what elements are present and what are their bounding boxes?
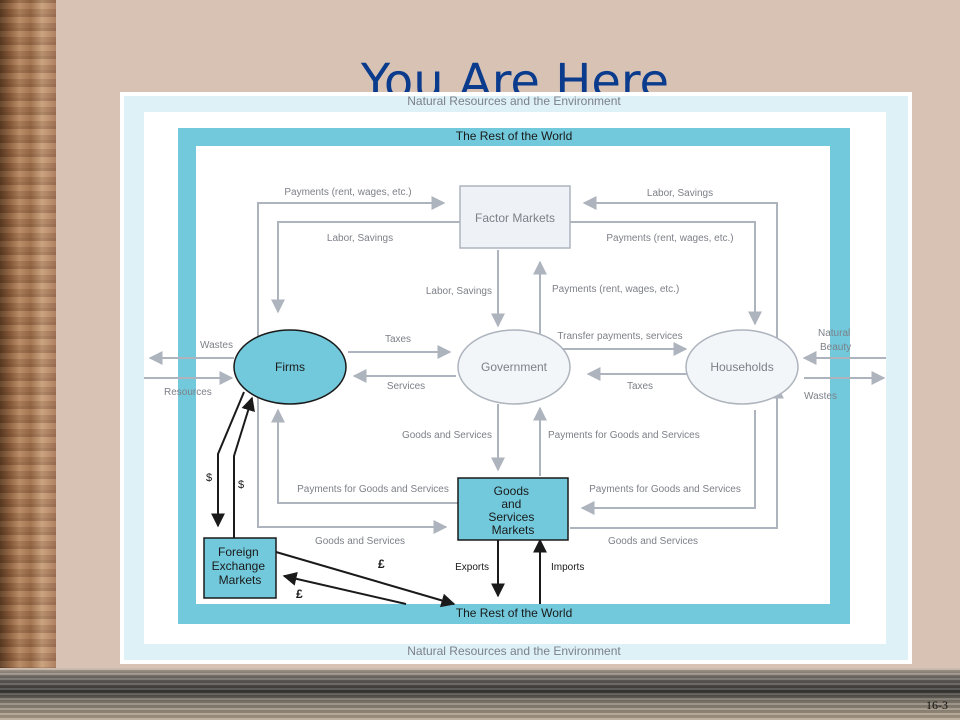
environment-band-bottom bbox=[124, 644, 908, 660]
node-goods-services-markets bbox=[457, 477, 569, 541]
label-exports: Exports bbox=[455, 562, 489, 573]
label-payments-goods-from-government: Payments for Goods and Services bbox=[548, 430, 700, 441]
label-taxes-from-firms: Taxes bbox=[385, 334, 411, 345]
label-government: Government bbox=[481, 360, 548, 374]
arrow-payments-goods-to-firms bbox=[271, 408, 460, 504]
arrow-goods-to-households bbox=[570, 384, 784, 529]
label-households: Households bbox=[710, 360, 773, 374]
label-rest-of-world-bottom: The Rest of the World bbox=[456, 606, 573, 620]
label-taxes-from-households: Taxes bbox=[627, 381, 653, 392]
arrow-goods-firms-to-markets bbox=[257, 386, 448, 534]
label-payments-to-households: Payments (rent, wages, etc.) bbox=[606, 233, 733, 244]
arrow-payments-goods-from-households bbox=[580, 410, 756, 515]
label-natural-beauty: Natural Beauty bbox=[818, 328, 853, 353]
label-dollar-down: $ bbox=[206, 472, 212, 484]
label-natural-resources-top: Natural Resources and the Environment bbox=[407, 94, 621, 108]
label-dollar-up: $ bbox=[238, 479, 244, 491]
label-goods-firms-to-markets: Goods and Services bbox=[315, 536, 405, 547]
circular-flow-diagram: Natural Resources and the Environment Na… bbox=[120, 92, 912, 664]
label-goods-to-households: Goods and Services bbox=[608, 536, 698, 547]
label-wastes-left: Wastes bbox=[200, 340, 233, 351]
label-natural-resources-bottom: Natural Resources and the Environment bbox=[407, 644, 621, 658]
label-services-to-firms: Services bbox=[387, 381, 425, 392]
environment-band-left bbox=[124, 112, 144, 644]
label-goods-services-markets: Goods and Services Markets bbox=[488, 484, 537, 537]
label-payments-goods-to-firms: Payments for Goods and Services bbox=[297, 484, 449, 495]
label-payments-to-factor: Payments (rent, wages, etc.) bbox=[284, 187, 411, 198]
node-firms bbox=[233, 329, 347, 405]
label-imports: Imports bbox=[551, 562, 584, 573]
label-transfer-payments: Transfer payments, services bbox=[557, 331, 682, 342]
arrow-payments-to-households bbox=[570, 221, 762, 326]
label-payments-from-government: Payments (rent, wages, etc.) bbox=[552, 284, 679, 295]
arrow-labor-to-factor bbox=[582, 196, 778, 355]
label-factor-markets: Factor Markets bbox=[475, 211, 555, 225]
label-labor-to-firms: Labor, Savings bbox=[327, 233, 393, 244]
node-households bbox=[685, 329, 799, 405]
environment-band-top bbox=[124, 96, 908, 112]
label-firms: Firms bbox=[275, 360, 305, 374]
slide-number: 16-3 bbox=[926, 698, 948, 712]
label-labor-to-government: Labor, Savings bbox=[426, 286, 492, 297]
arrow-dollar-to-firms bbox=[233, 396, 255, 538]
arrow-pound-out bbox=[275, 551, 456, 608]
label-goods-to-government: Goods and Services bbox=[402, 430, 492, 441]
arrow-dollar-to-fx bbox=[211, 391, 245, 528]
diagram-svg: Natural Resources and the Environment Na… bbox=[120, 92, 912, 664]
label-pound-bottom: £ bbox=[296, 587, 303, 601]
label-resources-left: Resources bbox=[164, 387, 212, 398]
node-government bbox=[457, 329, 571, 405]
wood-background-left bbox=[0, 0, 56, 680]
arrow-labor-to-firms bbox=[271, 221, 460, 314]
label-payments-goods-from-households: Payments for Goods and Services bbox=[589, 484, 741, 495]
label-wastes-right: Wastes bbox=[804, 391, 837, 402]
environment-band-right bbox=[886, 112, 908, 644]
label-pound-top: £ bbox=[378, 557, 385, 571]
node-factor-markets bbox=[459, 185, 571, 249]
floor-background-bottom bbox=[0, 668, 960, 720]
label-rest-of-world-top: The Rest of the World bbox=[456, 129, 573, 143]
arrow-pound-in bbox=[282, 571, 407, 605]
label-labor-to-factor: Labor, Savings bbox=[647, 188, 713, 199]
node-foreign-exchange-markets bbox=[203, 537, 277, 599]
label-foreign-exchange-markets: Foreign Exchange Markets bbox=[212, 545, 269, 587]
